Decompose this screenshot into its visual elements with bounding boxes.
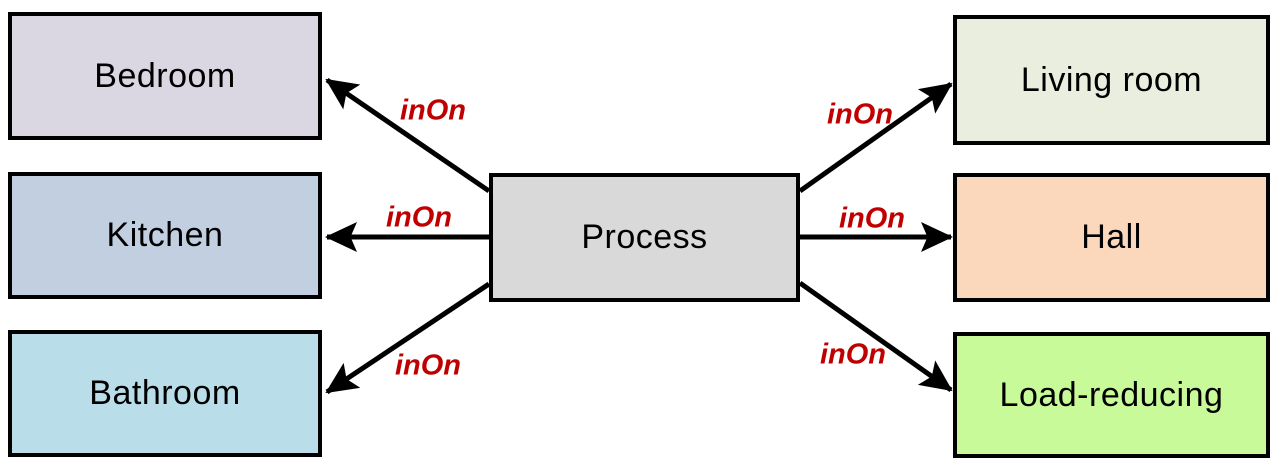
arrow-process-to-bathroom bbox=[325, 281, 491, 395]
node-bathroom-label: Bathroom bbox=[89, 374, 241, 412]
node-hall-label: Hall bbox=[1081, 218, 1142, 256]
edge-label-inon: inOn bbox=[394, 349, 462, 382]
node-living-room: Living room bbox=[953, 15, 1270, 145]
edge-label-inon: inOn bbox=[399, 94, 467, 127]
node-process-label: Process bbox=[581, 218, 708, 256]
edge-label-inon: inOn bbox=[385, 201, 453, 234]
arrow-process-to-living-room bbox=[798, 81, 953, 194]
node-bedroom-label: Bedroom bbox=[94, 56, 236, 95]
node-bedroom: Bedroom bbox=[8, 12, 322, 140]
edge-label-inon: inOn bbox=[826, 98, 894, 131]
edge-label-inon: inOn bbox=[838, 202, 906, 235]
arrow-process-to-load-reducing bbox=[798, 280, 953, 393]
node-kitchen-label: Kitchen bbox=[106, 216, 224, 254]
node-load-reducing-label: Load-reducing bbox=[999, 375, 1224, 414]
node-load-reducing: Load-reducing bbox=[953, 332, 1270, 458]
node-bathroom: Bathroom bbox=[8, 330, 322, 457]
node-hall: Hall bbox=[953, 173, 1270, 302]
node-living-room-label: Living room bbox=[1020, 60, 1203, 99]
node-process: Process bbox=[489, 173, 800, 302]
arrow-process-to-bedroom bbox=[325, 77, 491, 194]
node-kitchen: Kitchen bbox=[8, 172, 322, 299]
edge-label-inon: inOn bbox=[819, 338, 887, 371]
